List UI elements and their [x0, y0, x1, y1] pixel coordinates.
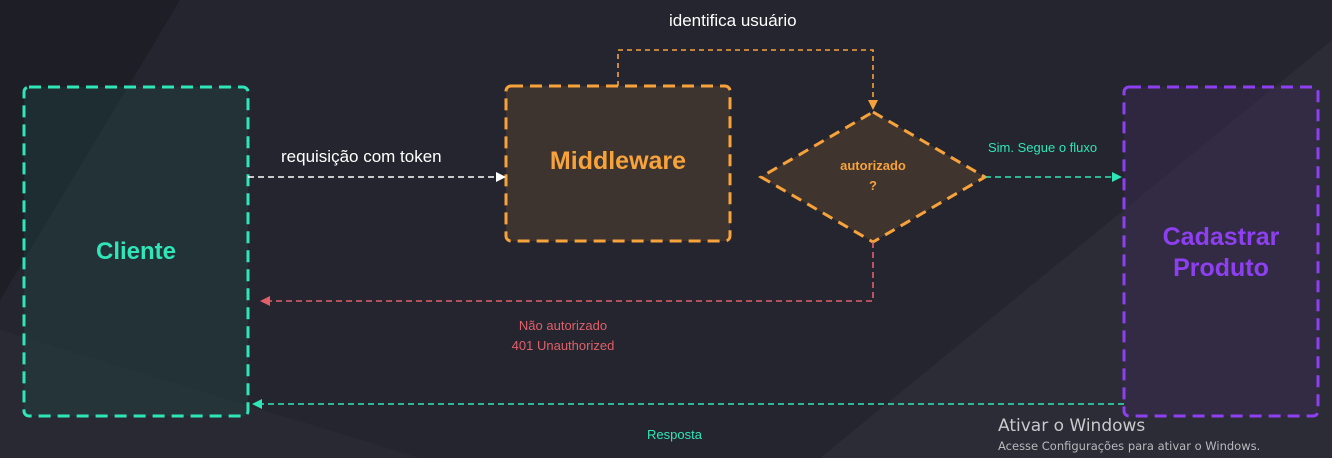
denied-label: Não autorizado 401 Unauthorized [488, 316, 638, 356]
middleware-label-text: Middleware [549, 146, 687, 175]
cadastrar-label-line1: Cadastrar [1162, 223, 1280, 251]
denied-label-line1: Não autorizado [518, 318, 608, 333]
identify-arrow [617, 49, 878, 110]
cliente-label-text: Cliente [95, 238, 176, 265]
cadastrar-box [1122, 85, 1320, 418]
watermark-subtitle: Acesse Configurações para ativar o Windo… [998, 439, 1261, 453]
cadastrar-label-line2: Produto [1173, 254, 1269, 282]
decision-label-line2: ? [869, 178, 877, 193]
denied-arrow [260, 242, 874, 306]
watermark-title: Ativar o Windows [998, 416, 1146, 436]
middleware-label: Middleware [506, 140, 730, 182]
cadastrar-label: Cadastrar Produto [1124, 220, 1318, 286]
identify-label: identifica usuário [669, 11, 797, 30]
cliente-box [22, 85, 250, 418]
denied-label-line2: 401 Unauthorized [511, 338, 615, 353]
windows-activation-watermark: Ativar o Windows Acesse Configurações pa… [998, 416, 1260, 453]
decision-label-line1: autorizado [840, 158, 906, 173]
response-label: Resposta [647, 427, 702, 442]
cliente-label: Cliente [24, 232, 248, 272]
yes-label: Sim. Segue o fluxo [988, 140, 1098, 155]
request-label: requisição com token [281, 147, 442, 166]
decision-label: autorizado ? [793, 152, 953, 200]
